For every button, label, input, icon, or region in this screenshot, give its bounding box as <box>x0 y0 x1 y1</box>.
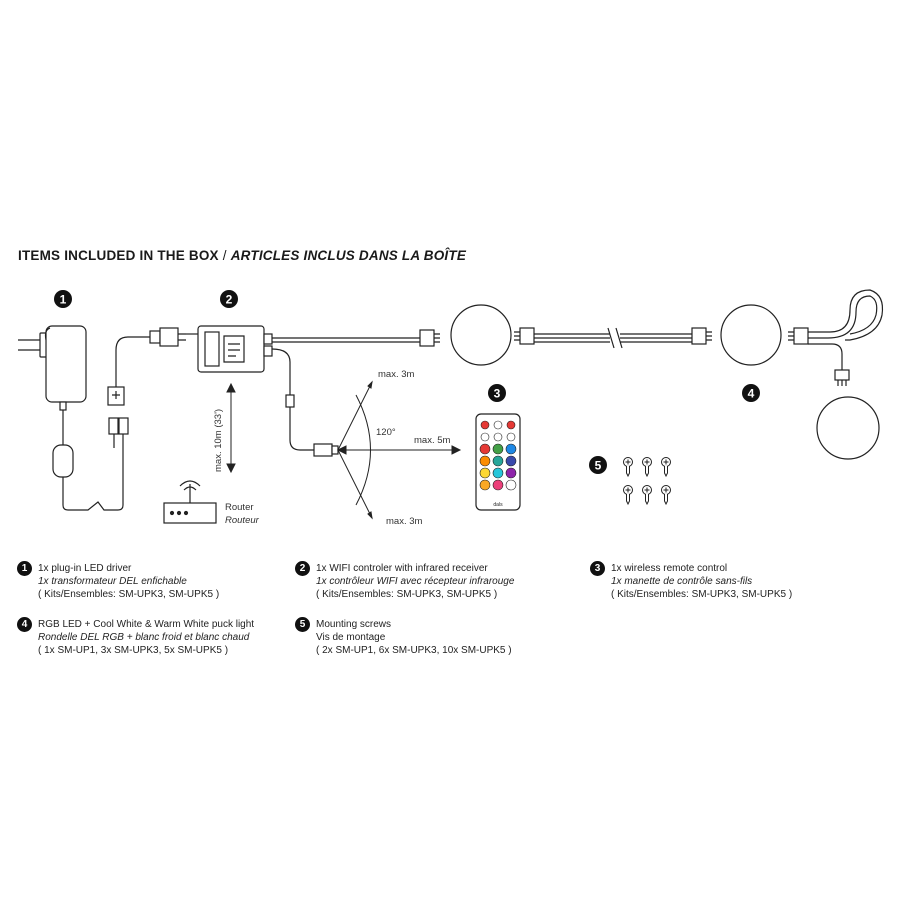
svg-text:1: 1 <box>60 293 67 307</box>
legend-5-fr: Vis de montage <box>316 632 386 643</box>
legend-item-5: 5 Mounting screws Vis de montage ( 2x SM… <box>295 617 512 657</box>
remote-color-button <box>479 479 491 491</box>
angle-label: 120° <box>376 427 396 438</box>
legend-3-fr: 1x manette de contrôle sans-fils <box>611 576 753 587</box>
legend-badge-3: 3 <box>590 561 605 576</box>
legend-badge-4: 4 <box>17 617 32 632</box>
badge-1: 1 <box>54 290 72 308</box>
legend-5-en: Mounting screws <box>316 619 392 630</box>
remote-control-icon: dals <box>475 413 521 511</box>
wifi-controller-icon <box>186 325 420 457</box>
range-mid-label: max. 5m <box>414 435 451 446</box>
screw-icon <box>642 485 652 506</box>
legend-badge-5: 5 <box>295 617 310 632</box>
legend-4-fr: Rondelle DEL RGB + blanc froid et blanc … <box>38 632 250 643</box>
badge-3: 3 <box>488 384 506 402</box>
badge-4: 4 <box>742 384 760 402</box>
svg-text:4: 4 <box>748 387 755 401</box>
remote-color-button <box>492 443 504 455</box>
svg-text:dals: dals <box>493 502 503 508</box>
mounting-screws-icon <box>623 457 671 506</box>
router-label-en: Router <box>225 502 254 513</box>
ir-range <box>336 380 462 520</box>
router-label-fr: Routeur <box>225 515 260 526</box>
router-icon <box>163 480 217 524</box>
remote-color-button <box>492 479 504 491</box>
legend-item-1: 1 1x plug-in LED driver 1x transformateu… <box>17 561 220 601</box>
page-title: ITEMS INCLUDED IN THE BOX/ARTICLES INCLU… <box>18 248 466 263</box>
svg-text:2: 2 <box>226 293 233 307</box>
screw-icon <box>623 457 633 478</box>
legend-3-en: 1x wireless remote control <box>611 563 728 574</box>
screw-icon <box>661 457 671 478</box>
screw-icon <box>623 485 633 506</box>
screw-icon <box>642 457 652 478</box>
legend-5-kits: ( 2x SM-UP1, 6x SM-UPK3, 10x SM-UPK5 ) <box>316 645 512 656</box>
svg-text:3: 3 <box>494 387 501 401</box>
badge-2: 2 <box>220 290 238 308</box>
distance-arrow <box>226 382 236 474</box>
remote-color-button <box>492 467 504 479</box>
remote-color-button <box>479 455 491 467</box>
puck-light-chain <box>419 289 884 460</box>
legend-1-kits: ( Kits/Ensembles: SM-UPK3, SM-UPK5 ) <box>38 589 220 600</box>
legend-item-3: 3 1x wireless remote control 1x manette … <box>590 561 793 601</box>
legend-1-fr: 1x transformateur DEL enfichable <box>38 576 187 587</box>
distance-label: max. 10m (33') <box>213 409 224 472</box>
legend-badge-2: 2 <box>295 561 310 576</box>
remote-color-button <box>505 479 517 491</box>
title-fr: ARTICLES INCLUS DANS LA BOÎTE <box>230 248 467 263</box>
remote-color-button <box>492 455 504 467</box>
remote-color-button <box>479 467 491 479</box>
legend-1-en: 1x plug-in LED driver <box>38 563 132 574</box>
title-en: ITEMS INCLUDED IN THE BOX <box>18 248 219 263</box>
screw-icon <box>661 485 671 506</box>
legend-item-2: 2 1x WIFI controler with infrared receiv… <box>295 561 515 601</box>
legend-4-kits: ( 1x SM-UP1, 3x SM-UPK3, 5x SM-UPK5 ) <box>38 645 229 656</box>
legend-4-en: RGB LED + Cool White & Warm White puck l… <box>38 619 255 630</box>
remote-color-button <box>505 443 517 455</box>
remote-color-button <box>505 455 517 467</box>
legend-item-4: 4 RGB LED + Cool White & Warm White puck… <box>17 617 255 657</box>
remote-color-button <box>479 443 491 455</box>
badge-5: 5 <box>589 456 607 474</box>
range-bottom-label: max. 3m <box>386 516 423 527</box>
legend-badge-1: 1 <box>17 561 32 576</box>
title-separator: / <box>222 248 227 263</box>
remote-color-button <box>505 467 517 479</box>
range-top-label: max. 3m <box>378 369 415 380</box>
legend-2-fr: 1x contrôleur WIFI avec récepteur infrar… <box>316 576 515 587</box>
legend-3-kits: ( Kits/Ensembles: SM-UPK3, SM-UPK5 ) <box>611 589 793 600</box>
legend-2-kits: ( Kits/Ensembles: SM-UPK3, SM-UPK5 ) <box>316 589 498 600</box>
legend-2-en: 1x WIFI controler with infrared receiver <box>316 563 488 574</box>
led-driver-icon <box>18 325 186 511</box>
svg-text:5: 5 <box>595 459 602 473</box>
